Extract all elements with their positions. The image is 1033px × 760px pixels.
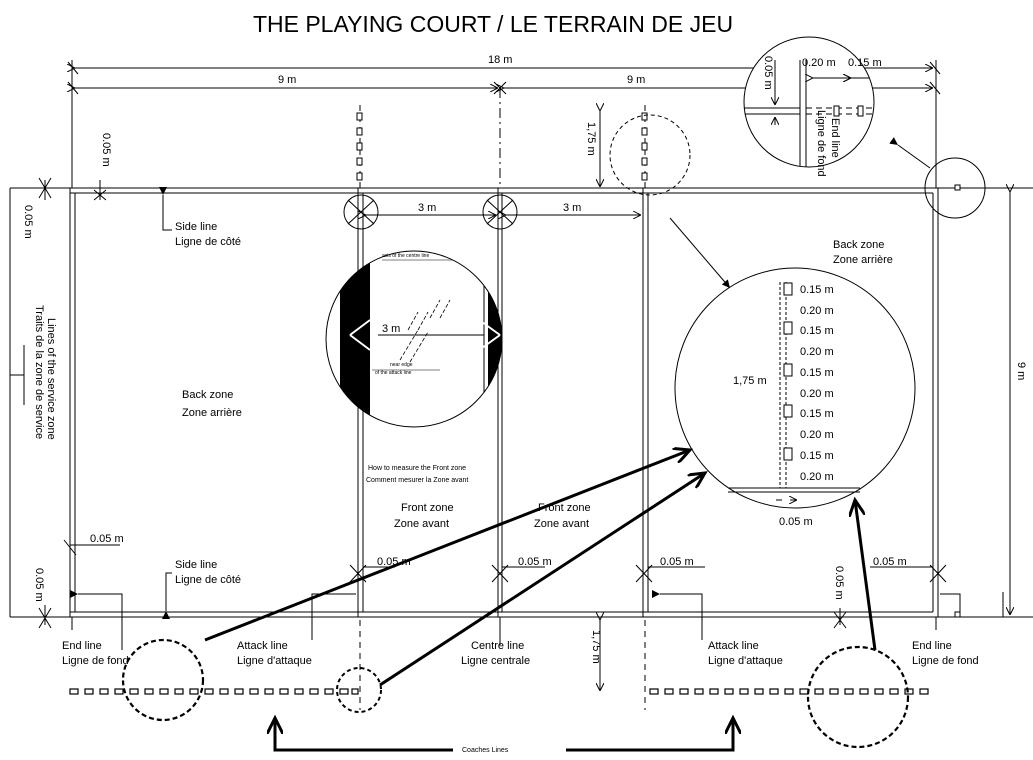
service-detail-length: 1,75 m <box>733 375 767 387</box>
dim-005-left: 0.05 m <box>22 205 34 239</box>
end-detail-020: 0.20 m <box>802 57 836 69</box>
service-lines-fr: Traits de la zone de service <box>33 305 45 439</box>
service-line-ticks <box>356 112 961 618</box>
front-detail-3m: 3 m <box>382 323 400 335</box>
front-measure-en: How to measure the Front zone <box>368 465 466 472</box>
end-line-right-fr: Ligne de fond <box>912 655 979 667</box>
dim-005-right: 0.05 m <box>873 556 907 568</box>
service-seg-7: 0.15 m <box>800 408 834 420</box>
dim-005-attack-l: 0.05 m <box>377 556 411 568</box>
dim-175-bottom: 1,75 m <box>590 630 602 664</box>
dim-005-top: 0.05 m <box>100 133 112 167</box>
label-leaders <box>70 137 1033 650</box>
service-seg-5: 0.15 m <box>800 367 834 379</box>
court-outline <box>9 187 1033 618</box>
end-detail-005: 0.05 m <box>762 56 774 90</box>
dim-005-centre: 0.05 m <box>518 556 552 568</box>
centre-line-fr: Ligne centrale <box>461 655 530 667</box>
end-line-left-fr: Ligne de fond <box>62 655 129 667</box>
pointer-arrows <box>204 450 877 752</box>
service-seg-6: 0.20 m <box>800 388 834 400</box>
service-seg-1: 0.15 m <box>800 284 834 296</box>
end-line-left-en: End line <box>62 640 102 652</box>
attack-line-right-en: Attack line <box>708 640 759 652</box>
attack-line-left-en: Attack line <box>237 640 288 652</box>
attack-line-right-fr: Ligne d'attaque <box>708 655 783 667</box>
side-line-top-fr: Ligne de côté <box>175 236 241 248</box>
zone-back-left-en: Back zone <box>182 389 233 401</box>
front-zone-detail: axis of the centre line 3 m near edge of… <box>325 250 503 428</box>
front-detail-near2: of the attack line <box>375 370 412 376</box>
dim-18m: 18 m <box>488 54 512 66</box>
zone-back-right-fr: Zone arrière <box>833 254 893 266</box>
dim-9m-right: 9 m <box>627 74 645 86</box>
zone-front-left-en: Front zone <box>401 502 454 514</box>
zone-front-left-fr: Zone avant <box>394 518 449 530</box>
dim-175-top: 1,75 m <box>585 122 597 156</box>
dashed-circles <box>121 114 910 749</box>
end-detail-015: 0.15 m <box>848 57 882 69</box>
junction-circles <box>343 157 986 230</box>
dim-9m-left: 9 m <box>278 74 296 86</box>
side-line-top-en: Side line <box>175 221 217 233</box>
service-lines-en: Lines of the service zone <box>45 318 57 440</box>
zone-back-left-fr: Zone arrière <box>182 407 242 419</box>
front-detail-axis-label: axis of the centre line <box>382 253 429 259</box>
zone-back-right-en: Back zone <box>833 239 884 251</box>
end-line-right-en: End line <box>912 640 952 652</box>
dim-005-br: 0.05 m <box>833 566 845 600</box>
end-line-detail: 0.20 m 0.15 m 0.05 m End line Ligne de f… <box>743 36 882 177</box>
coaches-lines-label: Coaches Lines <box>462 747 509 754</box>
dim-005-bl2: 0.05 m <box>33 568 45 602</box>
service-seg-4: 0.20 m <box>800 346 834 358</box>
side-line-bottom-fr: Ligne de côté <box>175 574 241 586</box>
front-measure-fr: Comment mesurer la Zone avant <box>366 477 468 484</box>
side-line-bottom-en: Side line <box>175 559 217 571</box>
service-seg-2: 0.20 m <box>800 305 834 317</box>
top-dimension-lines <box>10 61 1010 690</box>
zone-front-right-en: Front zone <box>538 502 591 514</box>
service-seg-8: 0.20 m <box>800 429 834 441</box>
dim-005-attack-r: 0.05 m <box>660 556 694 568</box>
coaches-lines <box>69 688 929 695</box>
page-title: THE PLAYING COURT / LE TERRAIN DE JEU <box>253 11 733 37</box>
centre-line-en: Centre line <box>471 640 524 652</box>
zone-front-right-fr: Zone avant <box>534 518 589 530</box>
attack-line-left-fr: Ligne d'attaque <box>237 655 312 667</box>
front-detail-near1: near edge <box>390 362 413 368</box>
dim-3m-right: 3 m <box>563 202 581 214</box>
dim-3m-left: 3 m <box>418 202 436 214</box>
service-detail-width: 0.05 m <box>779 516 813 528</box>
dim-9m-width: 9 m <box>1015 362 1027 380</box>
service-zone-detail: 0.15 m 0.20 m 0.15 m 0.20 m 0.15 m 0.20 … <box>674 267 916 528</box>
service-seg-9: 0.15 m <box>800 450 834 462</box>
end-detail-end-en: End line <box>829 118 841 158</box>
service-seg-3: 0.15 m <box>800 325 834 337</box>
service-seg-10: 0.20 m <box>800 471 834 483</box>
end-detail-end-fr: Ligne de fond <box>815 110 827 177</box>
dim-005-bl: 0.05 m <box>90 533 124 545</box>
